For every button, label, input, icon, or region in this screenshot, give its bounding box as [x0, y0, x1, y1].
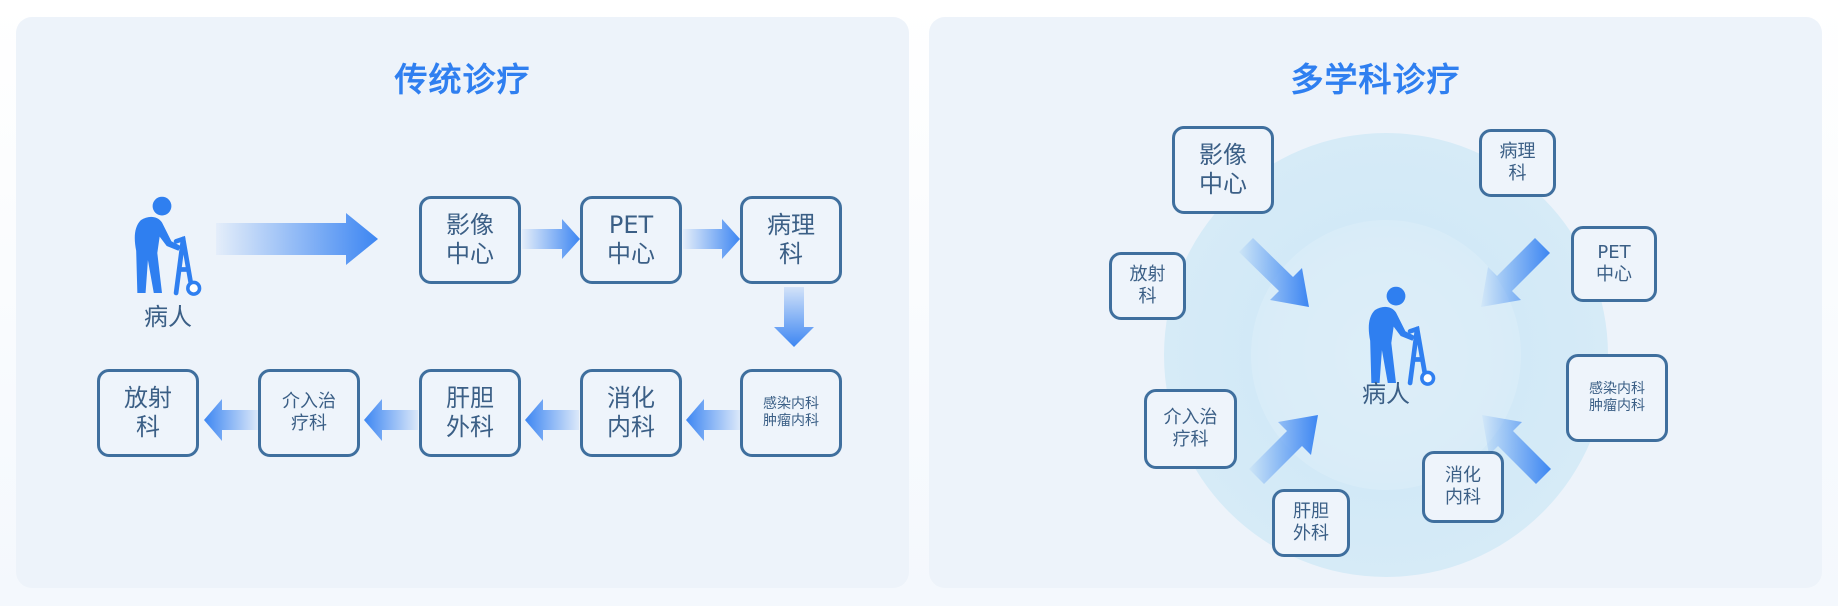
node-imaging: 影像 中心 — [419, 196, 521, 284]
patient-walker-icon — [118, 192, 206, 300]
node-radiology: 放射 科 — [1109, 252, 1186, 320]
node-digestive: 消化 内科 — [580, 369, 682, 457]
node-pet: PET 中心 — [580, 196, 682, 284]
node-interventional: 介入治 疗科 — [1144, 389, 1237, 469]
arrow-icon — [1482, 415, 1551, 484]
arrow-icon — [774, 287, 814, 347]
arrow-icon — [216, 213, 378, 265]
multidisciplinary-title: 多学科诊疗 — [1290, 60, 1461, 99]
multidisciplinary-panel: 多学科诊疗 病人 影像 中心 病理 科 放射 科 PET 中心 感染内科 肿瘤内… — [929, 17, 1822, 588]
traditional-arrows — [204, 213, 814, 441]
node-hepatobiliary: 肝胆 外科 — [1272, 489, 1350, 557]
arrow-icon — [364, 399, 418, 441]
arrow-icon — [522, 219, 580, 259]
node-pet: PET 中心 — [1571, 226, 1657, 302]
arrow-icon — [525, 399, 579, 441]
node-hepatobiliary: 肝胆 外科 — [419, 369, 521, 457]
node-interventional: 介入治 疗科 — [258, 369, 360, 457]
node-radiology: 放射 科 — [97, 369, 199, 457]
arrow-icon — [204, 399, 258, 441]
arrow-icon — [1249, 415, 1318, 484]
arrow-icon — [1481, 238, 1550, 307]
traditional-panel: 传统诊疗 病人 影像 中心 PET 中心 病理 科 感染内科 肿瘤内科 消化 内… — [16, 17, 909, 588]
node-infection: 感染内科 肿瘤内科 — [740, 369, 842, 457]
patient-label: 病人 — [144, 303, 192, 331]
arrow-icon — [683, 219, 740, 259]
arrow-icon — [1239, 238, 1309, 307]
node-infection: 感染内科 肿瘤内科 — [1566, 354, 1668, 442]
node-digestive: 消化 内科 — [1422, 451, 1504, 523]
traditional-title: 传统诊疗 — [394, 60, 531, 99]
node-pathology: 病理 科 — [740, 196, 842, 284]
node-imaging: 影像 中心 — [1172, 126, 1274, 214]
node-pathology: 病理 科 — [1479, 129, 1556, 197]
arrow-icon — [686, 399, 740, 441]
patient-label: 病人 — [1362, 380, 1410, 408]
